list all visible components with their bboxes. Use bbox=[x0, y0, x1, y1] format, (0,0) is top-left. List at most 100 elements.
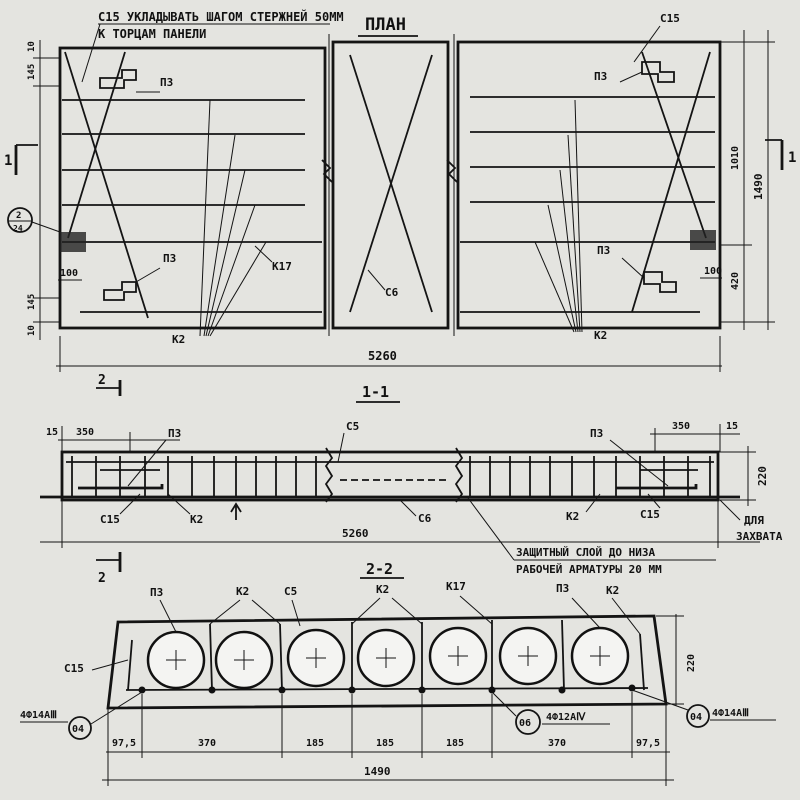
plan-k2-fan-left bbox=[199, 99, 267, 337]
bar-right-spec: 4Ф14АⅢ bbox=[712, 708, 749, 719]
bar-right-pos: 04 bbox=[690, 712, 702, 723]
plan-label-c6: С6 bbox=[385, 286, 399, 299]
section2-dim-220: 220 bbox=[656, 614, 697, 706]
dim-185-b: 185 bbox=[376, 738, 394, 749]
dim-10-top: 10 bbox=[27, 41, 37, 52]
grip-line2: ЗАХВАТА bbox=[736, 530, 783, 543]
plan-label-k2-right: К2 bbox=[594, 329, 607, 342]
dim-5260-s1: 5260 bbox=[342, 527, 369, 540]
plan-label-k2-left: К2 bbox=[172, 333, 185, 346]
dim-370-left: 370 bbox=[198, 738, 216, 749]
top-note: C15 УКЛАДЫВАТЬ ШАГОМ СТЕРЖНЕЙ 50ММ К ТОР… bbox=[81, 9, 344, 83]
section2-chain-dims: 97,5 370 185 185 185 370 97,5 bbox=[106, 692, 670, 758]
section1-cut-marker-bottom: 2 bbox=[96, 552, 122, 586]
svg-text:2: 2 bbox=[98, 571, 106, 586]
section2-label-c15: С15 bbox=[64, 662, 84, 675]
section2-hollow-cores bbox=[146, 626, 630, 690]
plan-title: ПЛАН bbox=[365, 15, 406, 35]
svg-text:1: 1 bbox=[4, 153, 12, 169]
plan-label-p3-br: П3 bbox=[597, 244, 610, 257]
dim-10-bottom: 10 bbox=[27, 325, 37, 336]
section1-label-k2-left: К2 bbox=[190, 513, 203, 526]
plan-label-p3-bl: П3 bbox=[163, 252, 176, 265]
dim-15-s1-right: 15 bbox=[726, 421, 738, 432]
bar-mid-pos: 06 bbox=[519, 718, 531, 729]
protective-layer-note: ЗАЩИТНЫЙ СЛОЙ ДО НИЗА РАБОЧЕЙ АРМАТУРЫ 2… bbox=[467, 497, 716, 576]
top-note-line2: К ТОРЦАМ ПАНЕЛИ bbox=[98, 27, 206, 41]
dim-370-right: 370 bbox=[548, 738, 566, 749]
plan-diagonals bbox=[64, 51, 711, 319]
section2-callout-left: 4Ф14АⅢ 04 bbox=[20, 691, 143, 740]
plan-p3-loop-tl bbox=[99, 69, 160, 93]
section1-label-c15-left: С15 bbox=[100, 513, 120, 526]
plan-rebars-right bbox=[460, 96, 715, 313]
section2-callout-right: 04 4Ф14АⅢ bbox=[631, 689, 776, 728]
plan-rebars-left bbox=[62, 99, 322, 313]
dim-1010: 1010 bbox=[730, 146, 741, 170]
plan-k2-fan-right bbox=[534, 99, 583, 333]
grip-note: ДЛЯ ЗАХВАТА bbox=[719, 499, 783, 543]
bar-mid-spec: 4Ф12АⅣ bbox=[546, 712, 586, 723]
dim-100-left: 100 bbox=[60, 268, 78, 279]
plan-label-k17: К17 bbox=[272, 260, 292, 273]
dim-145-top: 145 bbox=[27, 64, 37, 80]
section1-label-p3-left: П3 bbox=[168, 427, 181, 440]
dim-15-s1-left: 15 bbox=[46, 427, 58, 438]
section1-stirrups-left bbox=[71, 456, 317, 496]
plan-p3-loop-br bbox=[621, 257, 677, 293]
section2-label-p3-right: П3 bbox=[556, 582, 569, 595]
section2-callout-middle: 06 4Ф12АⅣ bbox=[491, 691, 610, 735]
dim-1490-s2: 1490 bbox=[364, 765, 391, 778]
plan-node-reference: 2 24 bbox=[7, 207, 61, 233]
section2-label-k2-a: К2 bbox=[236, 585, 249, 598]
plan-cut-marker-left: 1 bbox=[4, 144, 38, 175]
section1-dims-top: 15 350 350 15 bbox=[46, 421, 740, 452]
bar-left-pos: 04 bbox=[72, 724, 84, 735]
plan-dims-left: 10 145 145 10 bbox=[27, 40, 60, 340]
section-2-2: 2-2 bbox=[20, 560, 776, 786]
section1-dim-220: 220 bbox=[718, 446, 769, 506]
protective-line1: ЗАЩИТНЫЙ СЛОЙ ДО НИЗА bbox=[516, 546, 655, 559]
section2-dim-1490: 1490 bbox=[102, 758, 674, 786]
protective-line2: РАБОЧЕЙ АРМАТУРЫ 20 ММ bbox=[516, 563, 662, 576]
section1-dim-5260: 5260 bbox=[40, 500, 760, 548]
dim-185-a: 185 bbox=[306, 738, 324, 749]
plan-dims-right: 1010 420 1490 bbox=[720, 30, 775, 330]
plan-insert-left bbox=[60, 232, 86, 252]
plan-p3-loop-tr bbox=[619, 61, 675, 83]
section1-label-c5: С5 bbox=[346, 420, 359, 433]
plan-insert-right bbox=[690, 230, 716, 250]
grip-line1: ДЛЯ bbox=[744, 514, 764, 527]
dim-5260-plan: 5260 bbox=[368, 349, 397, 363]
section1-arrow bbox=[230, 502, 242, 520]
plan-node-sheet: 24 bbox=[13, 224, 23, 233]
plan-outline-left bbox=[58, 46, 327, 330]
dim-97-5-left: 97,5 bbox=[112, 738, 136, 749]
plan-dim-5260: 5260 bbox=[56, 336, 722, 372]
plan-node-num: 2 bbox=[16, 211, 21, 221]
section1-label-p3-right: П3 bbox=[590, 427, 603, 440]
plan-label-c15: С15 bbox=[660, 12, 680, 25]
section1-p3-left bbox=[78, 484, 164, 490]
dim-220-s2: 220 bbox=[686, 654, 697, 672]
plan-label-p3-tl: П3 bbox=[160, 76, 173, 89]
dim-420: 420 bbox=[730, 272, 741, 290]
section1-label-c6: С6 bbox=[418, 512, 432, 525]
dim-350-s1-left: 350 bbox=[76, 427, 94, 438]
plan-p3-loop-bl bbox=[103, 267, 161, 301]
section2-label-k2-b: К2 bbox=[376, 583, 389, 596]
section2-title: 2-2 bbox=[366, 560, 393, 578]
section1-label-c15-right: С15 bbox=[640, 508, 660, 521]
section2-label-k17: К17 bbox=[446, 580, 466, 593]
plan-label-p3-tr: П3 bbox=[594, 70, 607, 83]
section2-label-p3-left: П3 bbox=[150, 586, 163, 599]
bar-left-spec: 4Ф14АⅢ bbox=[20, 710, 57, 721]
dim-185-c: 185 bbox=[446, 738, 464, 749]
plan-outline-middle bbox=[331, 40, 450, 330]
plan-outline-right bbox=[456, 40, 722, 330]
svg-text:2: 2 bbox=[98, 373, 106, 388]
plan-view: ПЛАН bbox=[4, 12, 796, 372]
section1-cut-marker-top: 2 bbox=[96, 373, 122, 396]
section1-title: 1-1 bbox=[362, 383, 389, 401]
